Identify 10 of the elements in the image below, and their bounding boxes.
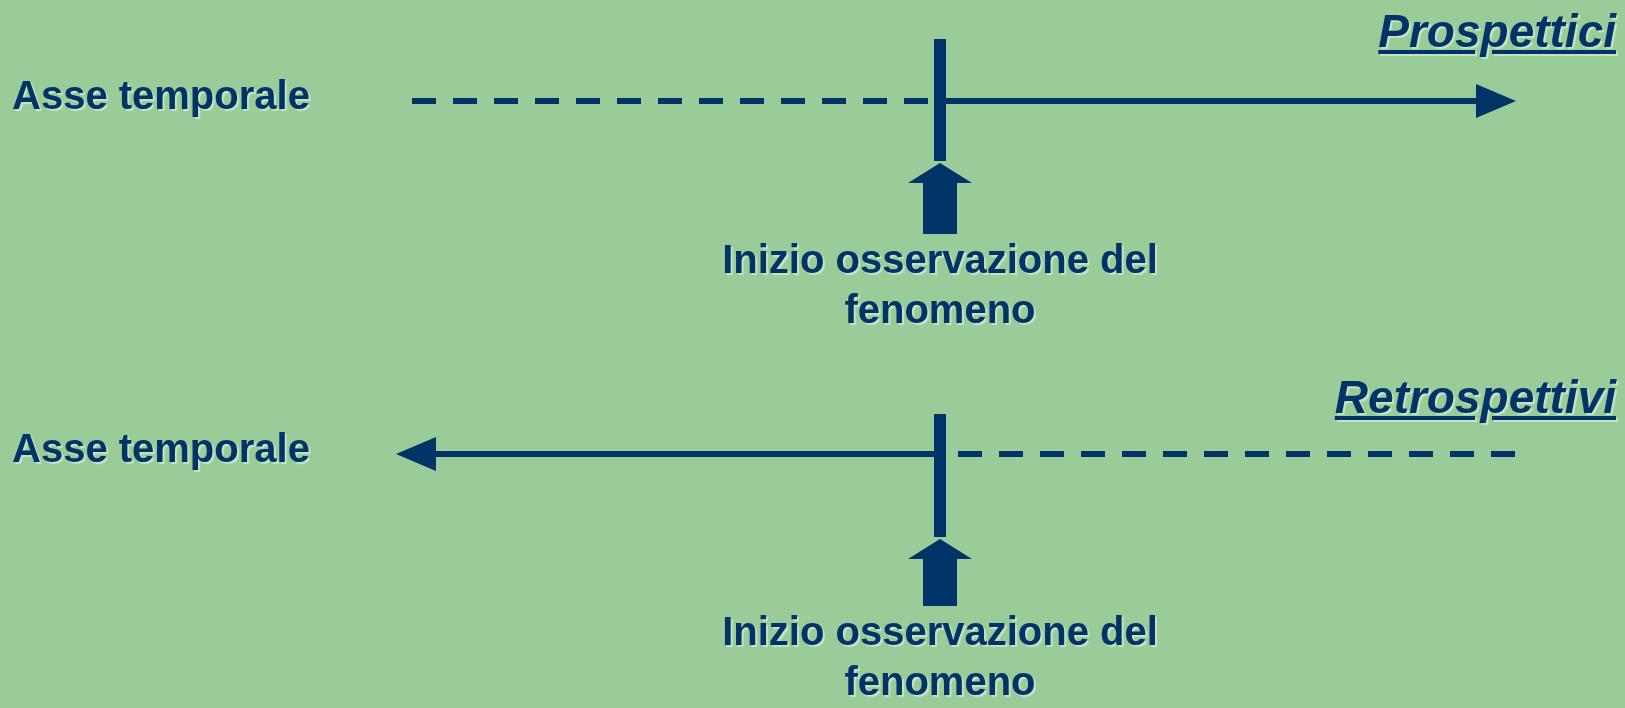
- section-heading: Retrospettivi: [1334, 370, 1616, 425]
- tick-mark: [934, 39, 946, 161]
- block-arrow: [908, 163, 972, 234]
- section-heading: Prospettici: [1378, 4, 1616, 59]
- caption: Inizio osservazione del fenomeno: [720, 606, 1160, 706]
- block-arrow: [908, 539, 972, 606]
- axis-label: Asse temporale: [12, 72, 310, 119]
- axis-label: Asse temporale: [12, 425, 310, 472]
- caption: Inizio osservazione del fenomeno: [720, 234, 1160, 334]
- tick-mark: [934, 414, 946, 537]
